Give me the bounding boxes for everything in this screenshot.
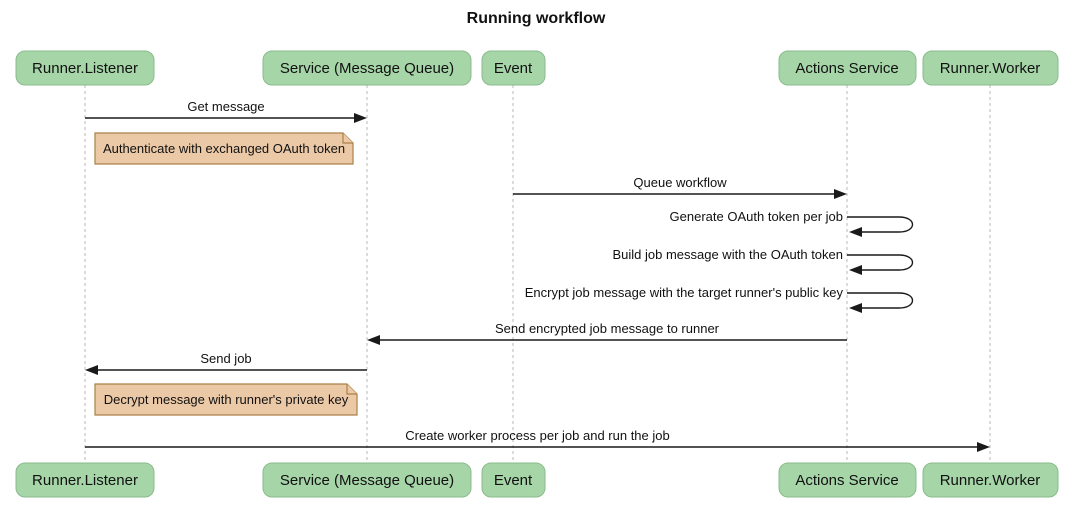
participant-box-runner-worker-bottom xyxy=(922,462,1059,498)
participant-box-actions-service-top xyxy=(778,50,917,86)
message-label: Send job xyxy=(200,351,251,366)
participant-label-runner-worker: Runner.Worker xyxy=(940,472,1041,489)
participant-box-runner-listener-top xyxy=(15,50,155,86)
participant-box-service-mq-top xyxy=(262,50,472,86)
note-box xyxy=(94,132,354,165)
arrowhead-icon xyxy=(849,265,862,275)
self-message-label: Encrypt job message with the target runn… xyxy=(525,285,844,300)
participant-label-runner-worker: Runner.Worker xyxy=(940,60,1041,77)
participant-label-runner-listener: Runner.Listener xyxy=(32,472,138,489)
participant-label-service-mq: Service (Message Queue) xyxy=(280,472,454,489)
participant-box-event-top xyxy=(481,50,546,86)
arrowhead-icon xyxy=(849,303,862,313)
arrowhead-icon xyxy=(977,442,990,452)
participant-box-event-bottom xyxy=(481,462,546,498)
participant-label-actions-service: Actions Service xyxy=(795,472,898,489)
note-label: Authenticate with exchanged OAuth token xyxy=(103,141,345,156)
self-message-loop xyxy=(847,292,914,309)
self-message-label: Build job message with the OAuth token xyxy=(612,247,843,262)
participant-box-runner-listener-bottom xyxy=(15,462,155,498)
self-message-loop xyxy=(847,216,914,233)
participant-label-service-mq: Service (Message Queue) xyxy=(280,60,454,77)
note-fold-icon xyxy=(342,133,353,144)
note-fold-icon xyxy=(346,384,357,395)
participant-label-event: Event xyxy=(494,60,533,77)
message-label: Send encrypted job message to runner xyxy=(495,321,720,336)
participant-label-event: Event xyxy=(494,472,533,489)
message-label: Queue workflow xyxy=(633,175,727,190)
participant-box-service-mq-bottom xyxy=(262,462,472,498)
participant-box-runner-worker-top xyxy=(922,50,1059,86)
arrowhead-icon xyxy=(354,113,367,123)
participant-box-actions-service-bottom xyxy=(778,462,917,498)
self-message-loop xyxy=(847,254,914,271)
participant-label-runner-listener: Runner.Listener xyxy=(32,60,138,77)
participant-label-actions-service: Actions Service xyxy=(795,60,898,77)
note-label: Decrypt message with runner's private ke… xyxy=(104,392,349,407)
arrowhead-icon xyxy=(367,335,380,345)
message-label: Create worker process per job and run th… xyxy=(405,428,669,443)
message-label: Get message xyxy=(187,99,264,114)
self-message-label: Generate OAuth token per job xyxy=(670,209,843,224)
arrowhead-icon xyxy=(834,189,847,199)
arrowhead-icon xyxy=(85,365,98,375)
diagram-title: Running workflow xyxy=(466,10,606,27)
arrowhead-icon xyxy=(849,227,862,237)
note-box xyxy=(94,383,358,416)
